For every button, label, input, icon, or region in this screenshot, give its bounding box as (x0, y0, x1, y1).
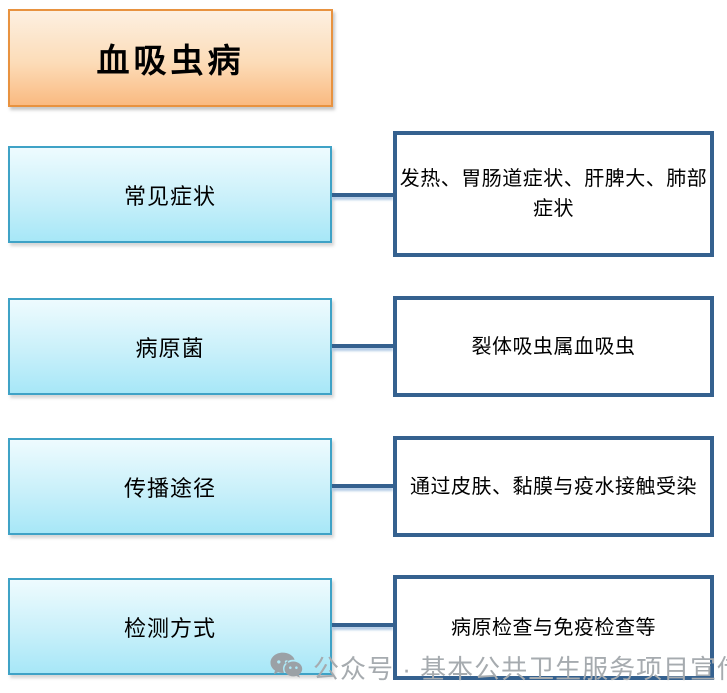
desc-text: 病原检查与免疫检查等 (451, 616, 656, 639)
connector-line (332, 193, 393, 197)
topic-label: 常见症状 (123, 183, 216, 209)
connector-line (332, 344, 393, 348)
desc-box-detection: 病原检查与免疫检查等 (393, 575, 714, 680)
watermark-text: 公众号 · 基本公共卫生服务项目宣传员朱医 (313, 654, 727, 684)
title-box: 血吸虫病 (8, 9, 333, 107)
topic-label: 检测方式 (123, 615, 216, 641)
wechat-icon (270, 652, 306, 683)
topic-box-common-symptoms: 常见症状 (8, 146, 332, 243)
desc-text: 通过皮肤、黏膜与疫水接触受染 (410, 475, 697, 498)
watermark: 公众号 · 基本公共卫生服务项目宣传员朱医 (270, 649, 727, 686)
desc-box-transmission: 通过皮肤、黏膜与疫水接触受染 (393, 436, 714, 537)
desc-box-pathogen: 裂体吸虫属血吸虫 (393, 296, 714, 397)
connector-line (332, 484, 393, 488)
desc-text: 裂体吸虫属血吸虫 (471, 335, 636, 358)
topic-label: 病原菌 (135, 335, 205, 361)
topic-label: 传播途径 (123, 475, 216, 501)
topic-box-pathogen: 病原菌 (8, 298, 332, 395)
connector-line (332, 623, 393, 627)
desc-text: 发热、胃肠道症状、肝脾大、肺部症状 (399, 168, 708, 220)
topic-box-detection: 检测方式 (8, 578, 332, 675)
page-title: 血吸虫病 (96, 44, 245, 80)
topic-box-transmission: 传播途径 (8, 438, 332, 535)
desc-box-common-symptoms: 发热、胃肠道症状、肝脾大、肺部症状 (393, 131, 714, 257)
